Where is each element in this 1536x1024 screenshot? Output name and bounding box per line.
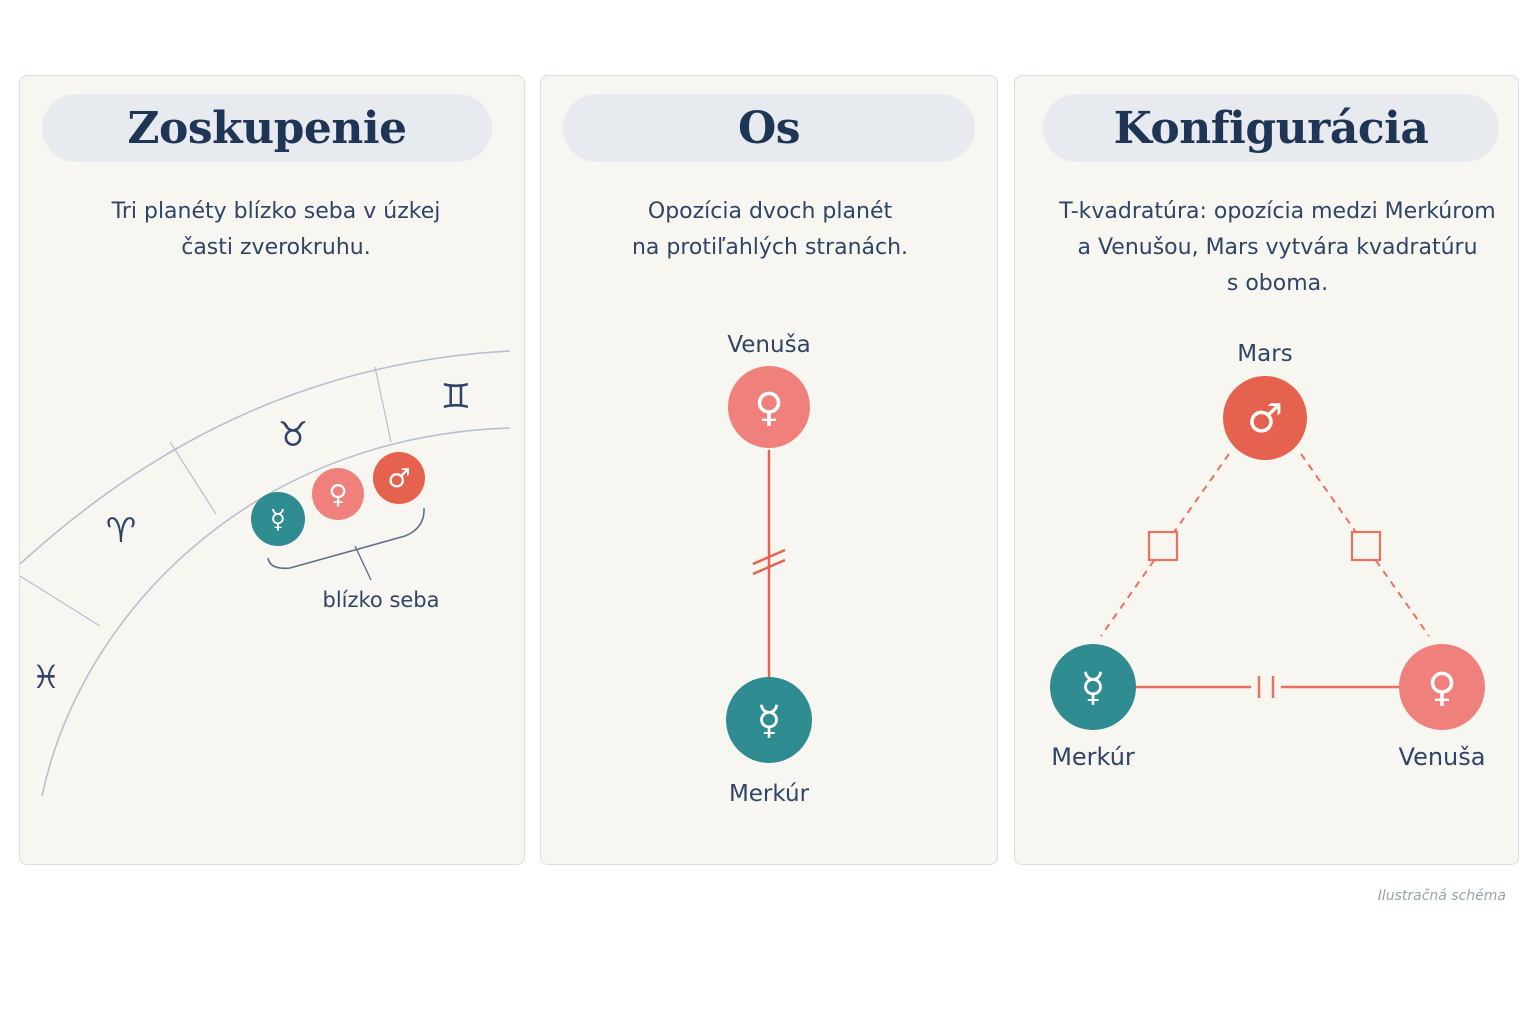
panel-conjunction: Zoskupenie Tri planéty blízko seba v úzk… xyxy=(19,75,525,865)
mars-icon: ♂ xyxy=(387,464,410,494)
panel-description: T-kvadratúra: opozícia medzi Merkúrom a … xyxy=(1059,199,1496,296)
opposition-diagram: Venuša ♀ ☿ Merkúr xyxy=(726,332,812,807)
panel-description: Opozícia dvoch planét na protiľahlých st… xyxy=(631,199,909,260)
left-planet-label: Merkúr xyxy=(1051,743,1135,771)
panel-description: Tri planéty blízko seba v úzkej časti zv… xyxy=(111,199,441,260)
panel-axis: Os Opozícia dvoch planét na protiľahlých… xyxy=(540,75,998,865)
grouping-note: blízko seba xyxy=(322,588,439,612)
top-planet-label: Venuša xyxy=(727,332,810,358)
panel-title: Zoskupenie xyxy=(42,94,492,162)
taurus-icon: ♉ xyxy=(278,415,308,455)
panel-title: Konfigurácia xyxy=(1043,94,1499,162)
venus-icon: ♀ xyxy=(1427,665,1456,711)
venus-icon: ♀ xyxy=(328,480,347,510)
gemini-icon: ♊ xyxy=(441,377,471,417)
mercury-icon: ☿ xyxy=(270,505,286,535)
bottom-planet-label: Merkúr xyxy=(729,781,810,807)
zodiac-arc-diagram: ♓ ♈ ♉ ♊ ☿ ♀ ♂ blízko seba xyxy=(20,350,511,797)
panel-title: Os xyxy=(563,94,975,162)
pisces-icon: ♓ xyxy=(32,658,61,696)
mars-icon: ♂ xyxy=(1247,396,1283,442)
mercury-icon: ☿ xyxy=(1081,665,1106,711)
footer-caption: Ilustračná schéma xyxy=(1377,888,1506,904)
aries-icon: ♈ xyxy=(106,511,136,551)
panel-configuration: Konfigurácia T-kvadratúra: opozícia medz… xyxy=(1014,75,1519,865)
t-square-diagram: Mars ♂ ☿ Merkúr ♀ Venuša xyxy=(1050,341,1486,771)
right-planet-label: Venuša xyxy=(1399,743,1486,771)
mercury-icon: ☿ xyxy=(757,698,782,744)
venus-icon: ♀ xyxy=(754,385,783,431)
apex-planet-label: Mars xyxy=(1237,341,1292,367)
